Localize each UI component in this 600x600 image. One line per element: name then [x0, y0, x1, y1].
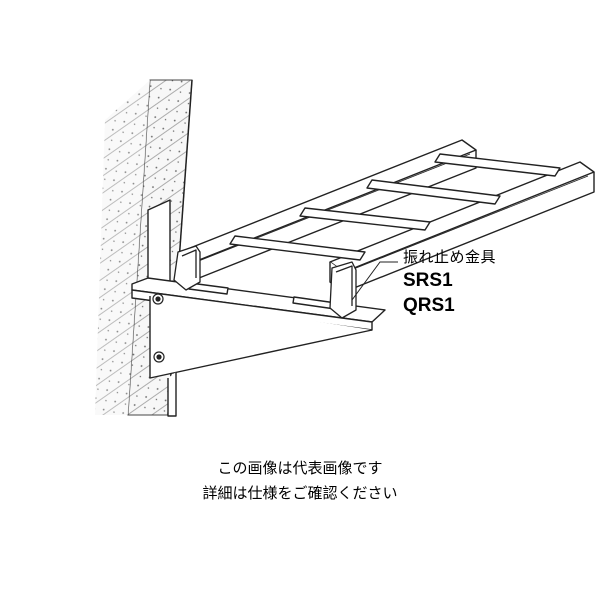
- representative-image-notice: この画像は代表画像です: [217, 459, 383, 477]
- bolt-icon: [152, 293, 165, 363]
- bracket-icon: [131, 199, 386, 417]
- check-specs-notice: 詳細は仕様をご確認ください: [202, 484, 398, 502]
- callout-label: 振れ止め金具: [403, 248, 497, 266]
- clamp-icon: [173, 245, 357, 319]
- callout-label-group: 振れ止め金具 SRS1 QRS1: [403, 248, 497, 316]
- model-code-1: SRS1: [403, 270, 453, 291]
- model-code-2: QRS1: [403, 295, 455, 316]
- cable-ladder: [179, 139, 595, 293]
- callout-leader: [351, 261, 398, 301]
